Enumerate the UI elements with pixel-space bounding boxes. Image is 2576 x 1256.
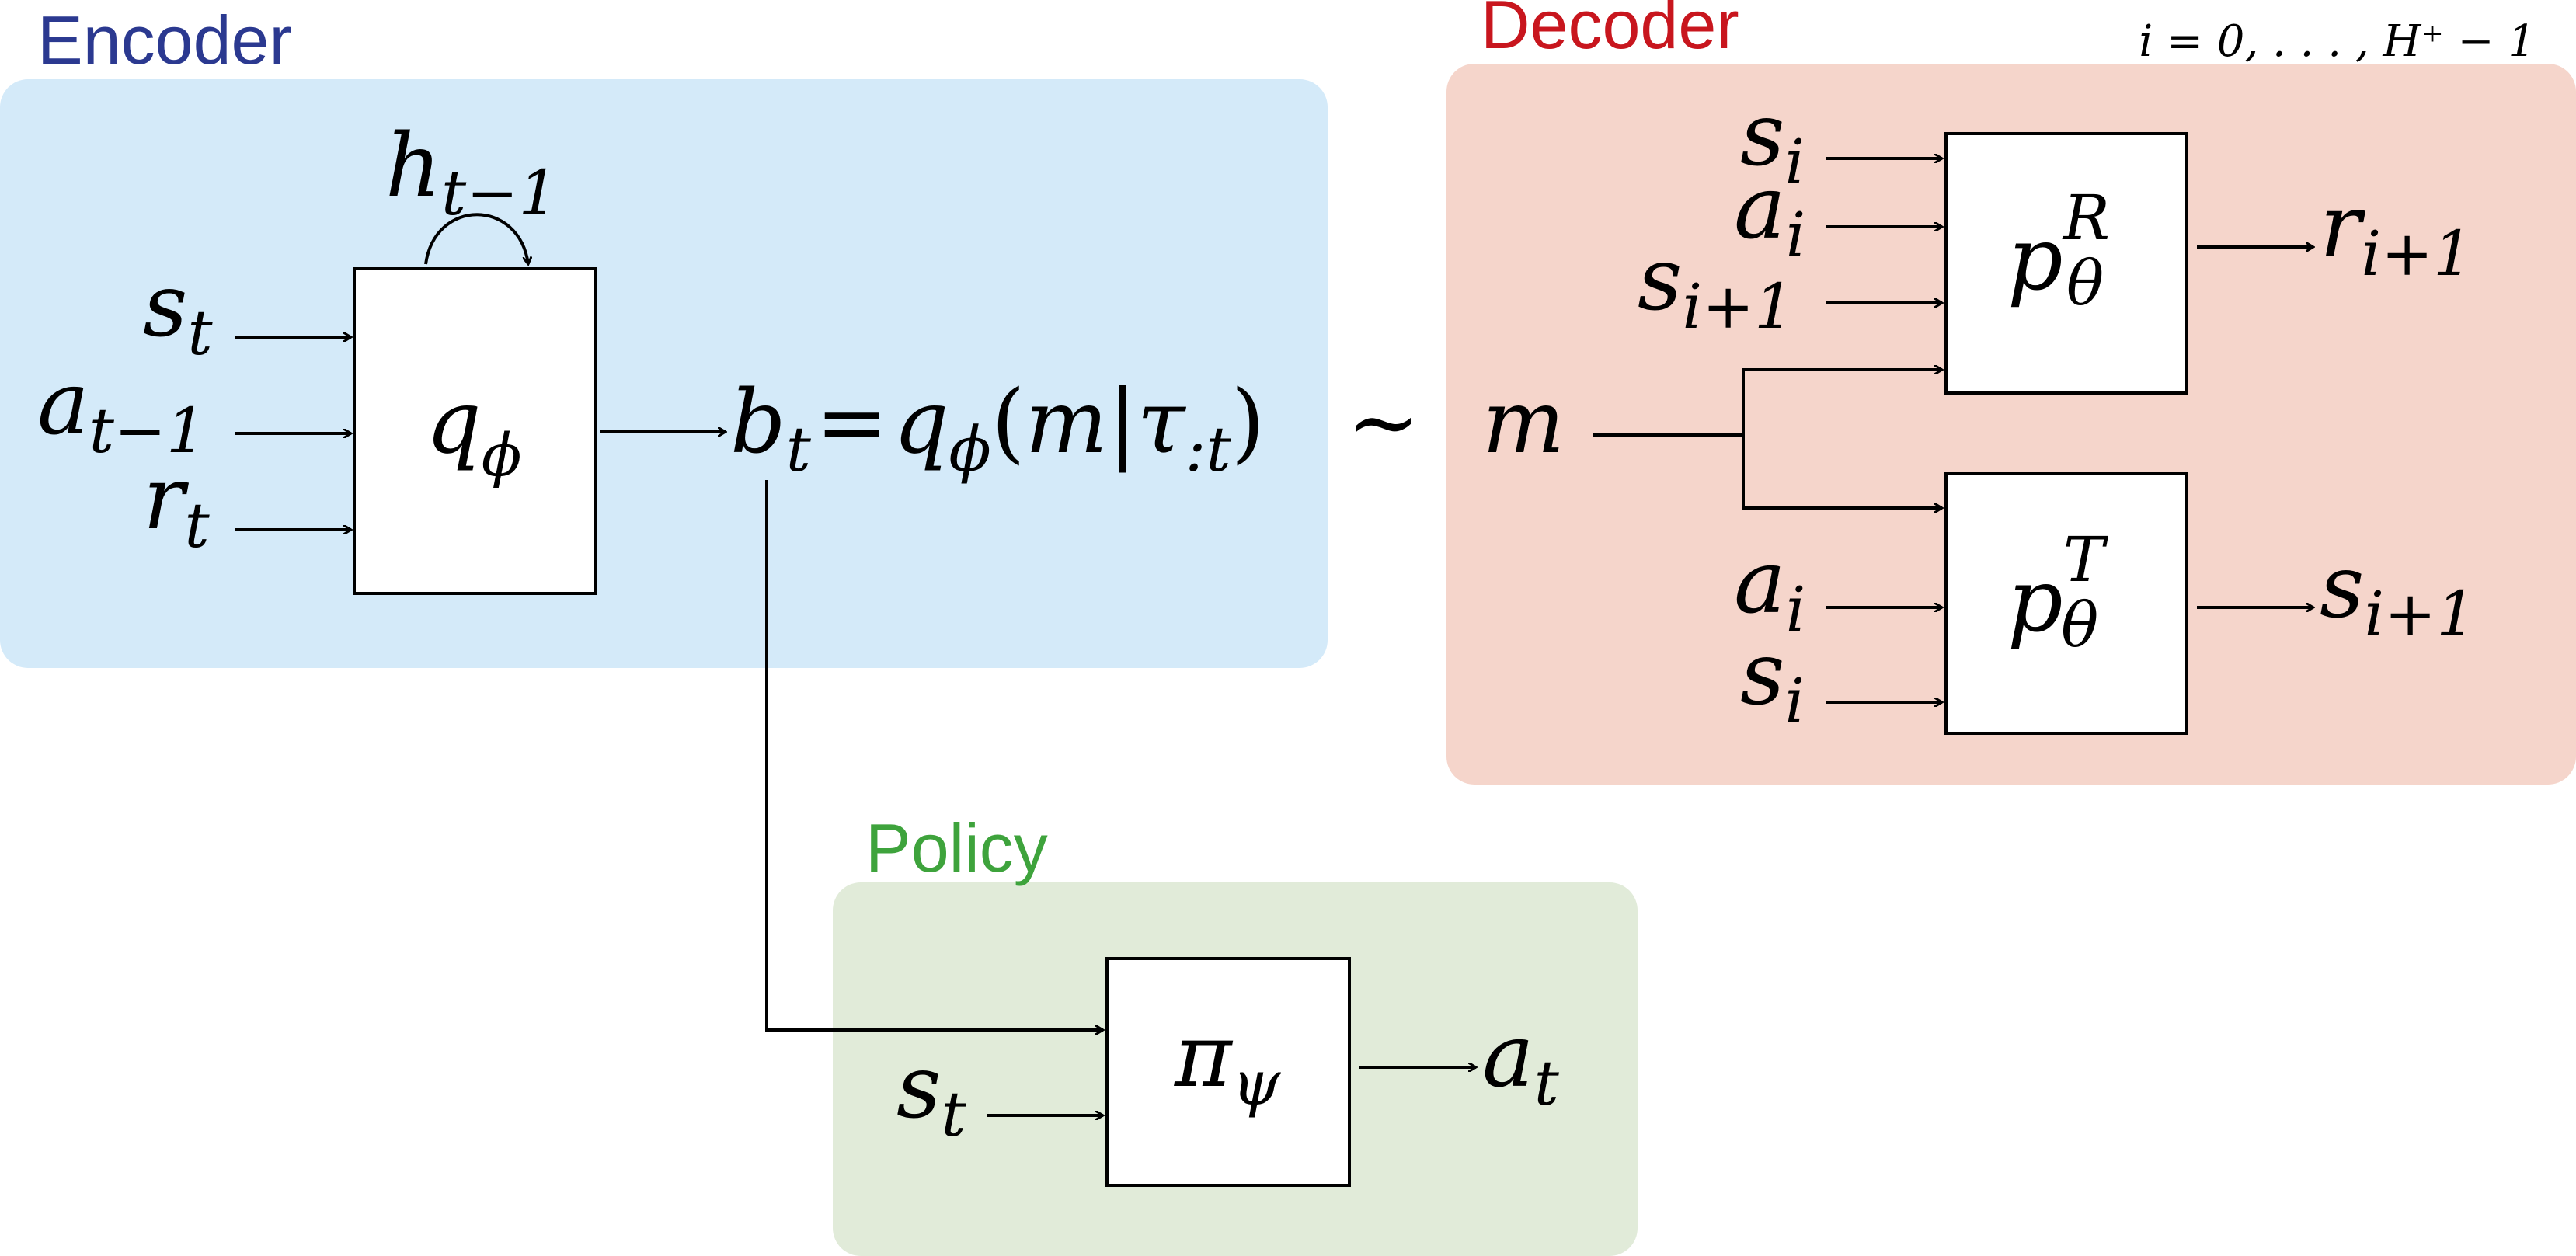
decoder-index-range: i = 0, . . . , H⁺ − 1 [2139,16,2536,67]
transition-output: si+1 [2320,537,2476,650]
recurrent-arrow [424,213,528,264]
hidden-state-label: ht−1 [385,116,558,229]
encoder-box [353,267,597,595]
reward-input-s: si [1740,85,1805,198]
reward-decoder-box [1944,132,2188,395]
encoder-input-s: st [143,256,213,369]
policy-box [1105,957,1351,1187]
policy-output: at [1482,1006,1560,1119]
m-to-reward-arrow [1742,370,1942,435]
encoder-input-r: rt [143,448,211,562]
transition-input-s: si [1740,624,1805,737]
reward-input-s-next: si+1 [1638,229,1794,343]
reward-output: ri+1 [2320,176,2473,290]
policy-input-s: st [896,1037,966,1150]
decoder-title: Decoder [1481,0,1739,63]
encoder-input-a: at−1 [37,353,206,467]
transition-decoder-box [1944,472,2188,735]
reward-input-a: ai [1734,158,1805,271]
decoder-panel [1446,64,2576,785]
encoder-panel [0,79,1328,668]
policy-box-label: πψ [1174,1006,1282,1119]
task-embedding-m: m [1482,372,1565,473]
belief-expression: bt=qϕ(m|τ:t) [730,372,1265,485]
transition-input-a: ai [1734,532,1805,645]
policy-title: Policy [865,809,1048,886]
belief-to-policy-arrow [765,480,1103,1030]
encoder-box-label: qϕ [426,372,522,489]
m-to-transition-arrow [1742,435,1942,508]
encoder-title: Encoder [37,2,292,78]
tilde-symbol: ∼ [1347,372,1420,473]
